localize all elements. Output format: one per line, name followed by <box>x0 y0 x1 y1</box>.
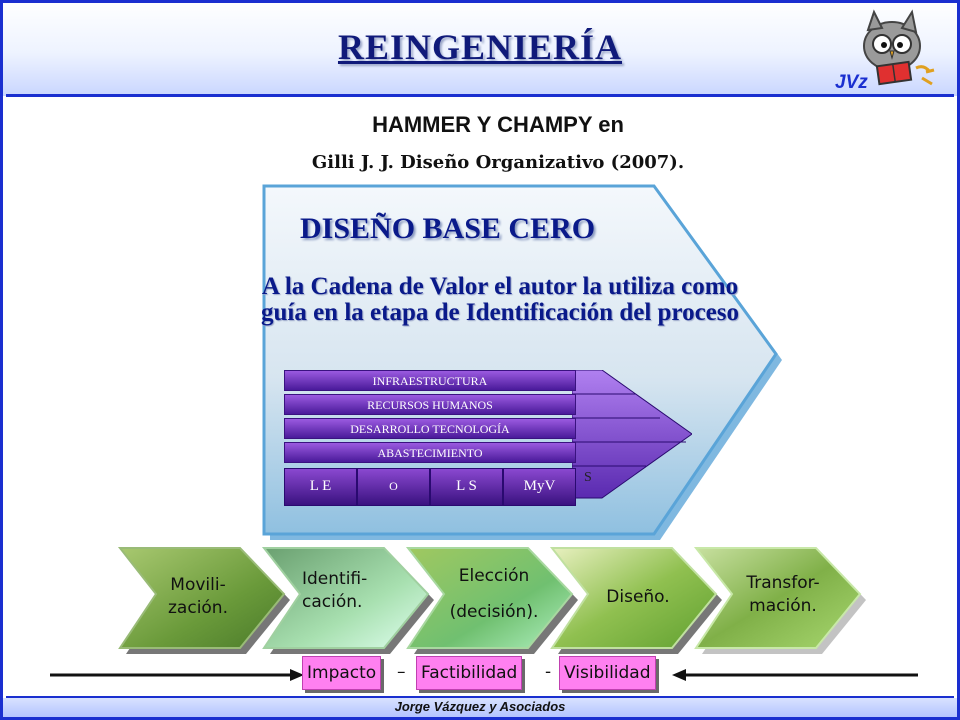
criteria-separator-1: – <box>397 662 406 682</box>
stage-5-line-2: mación. <box>749 596 817 616</box>
slide-title: REINGENIERÍA <box>337 27 623 67</box>
value-chain-end-label: S <box>584 470 592 485</box>
stage-1-line-2: zación. <box>168 598 228 618</box>
header-divider <box>6 94 954 97</box>
source-authors: HAMMER Y CHAMPY en <box>372 112 624 137</box>
main-heading: DISEÑO BASE CERO <box>300 212 596 245</box>
primary-activity-myv: MyV <box>503 468 576 506</box>
support-activity-desarrollo-tecnologia: DESARROLLO TECNOLOGÍA <box>284 418 576 439</box>
stage-4-line-1: Diseño. <box>606 587 670 607</box>
logo-label: JVz <box>835 72 868 93</box>
stage-label-diseno: Diseño. <box>588 586 688 609</box>
stage-5-line-1: Transfor- <box>746 573 820 593</box>
primary-activity-o: O <box>357 468 430 506</box>
criteria-separator-2: - <box>545 662 552 682</box>
primary-activity-le: L E <box>284 468 357 506</box>
owl-logo-icon <box>863 9 935 86</box>
value-chain-margin-shape <box>572 370 692 499</box>
footer-band <box>0 698 960 720</box>
source-reference: Gilli J. J. Diseño Organizativo (2007). <box>311 152 685 173</box>
main-description: A la Cadena de Valor el autor la utiliza… <box>170 274 830 326</box>
right-arrowhead-icon <box>290 669 304 681</box>
criteria-impacto: Impacto <box>302 656 382 690</box>
stage-2-line-2: cación. <box>302 592 363 612</box>
description-line-1: A la Cadena de Valor el autor la utiliza… <box>261 273 739 300</box>
criteria-visibilidad: Visibilidad <box>559 656 656 690</box>
criteria-arrows <box>50 669 918 681</box>
stage-label-eleccion: Elección (decisión). <box>434 564 554 636</box>
header-band <box>0 0 960 96</box>
stage-1-line-1: Movili- <box>170 575 226 595</box>
stage-3-line-1: Elección <box>458 566 530 586</box>
stage-label-movilizacion: Movili- zación. <box>148 574 248 620</box>
support-activity-recursos-humanos: RECURSOS HUMANOS <box>284 394 576 415</box>
footer-credit: Jorge Vázquez y Asociados <box>394 699 566 714</box>
footer-divider <box>6 696 954 699</box>
description-line-2: guía en la etapa de Identificación del p… <box>260 299 739 326</box>
primary-activity-ls: L S <box>430 468 503 506</box>
stage-label-transformacion: Transfor- mación. <box>728 572 838 618</box>
left-arrowhead-icon <box>672 669 686 681</box>
stage-2-line-1: Identifi- <box>302 569 368 589</box>
process-stages-shapes <box>117 547 866 654</box>
support-activity-infraestructura: INFRAESTRUCTURA <box>284 370 576 391</box>
stage-label-identificacion: Identifi- cación. <box>296 568 402 614</box>
stage-3-line-2: (decisión). <box>449 602 539 622</box>
support-activity-abastecimiento: ABASTECIMIENTO <box>284 442 576 463</box>
primary-activities-row: L E O L S MyV <box>284 468 576 506</box>
criteria-factibilidad: Factibilidad <box>416 656 523 690</box>
